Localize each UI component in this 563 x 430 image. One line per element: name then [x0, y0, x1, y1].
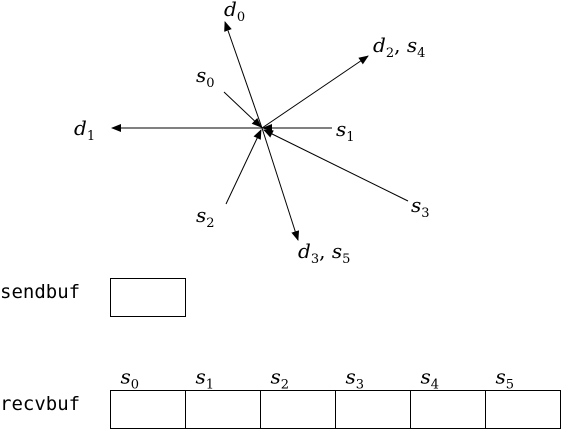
arrow-to-d0 [224, 21, 263, 129]
recvbuf-slot-label: s3 [346, 365, 365, 393]
recvbuf-slot-label: s0 [121, 365, 140, 393]
label-d1: d1 [74, 116, 95, 144]
recvbuf-slot-label: s5 [496, 365, 515, 393]
arrow-from-s0 [223, 91, 262, 128]
arrow-to-d2 [261, 55, 369, 129]
label-d3-s5: d3, s5 [298, 239, 350, 267]
recvbuf-cell [260, 390, 336, 429]
sendbuf-cell [110, 278, 186, 317]
sendbuf-group: sendbuf [0, 278, 186, 317]
label-s3: s3 [411, 193, 430, 221]
recvbuf-group: recvbuf s0 s1 s2 s3 s4 s5 [0, 365, 561, 429]
recvbuf-cell [335, 390, 411, 429]
recvbuf-slot-label: s2 [271, 365, 290, 393]
recvbuf-slots: s0 s1 s2 s3 s4 s5 [110, 365, 561, 429]
label-s0: s0 [196, 63, 215, 91]
sendbuf-label: sendbuf [0, 281, 80, 303]
recvbuf-cell [410, 390, 486, 429]
recvbuf-slot-label: s1 [196, 365, 215, 393]
label-s2: s2 [196, 203, 215, 231]
label-d0: d0 [224, 0, 245, 25]
arrow-from-s3 [263, 129, 409, 202]
star-labels: d0 d1 d2, s4 d3, s5 s0 s1 s2 s3 [74, 0, 430, 267]
recvbuf-cell [110, 390, 186, 429]
recvbuf-slot-label: s4 [421, 365, 440, 393]
label-d2-s4: d2, s4 [373, 33, 425, 61]
recvbuf-cell [185, 390, 261, 429]
star-arrows [111, 21, 409, 241]
arrow-to-d3 [261, 127, 300, 241]
recvbuf-cell [485, 390, 561, 429]
recvbuf-label: recvbuf [0, 393, 80, 415]
arrow-from-s2 [225, 129, 262, 205]
label-s1: s1 [336, 117, 355, 145]
